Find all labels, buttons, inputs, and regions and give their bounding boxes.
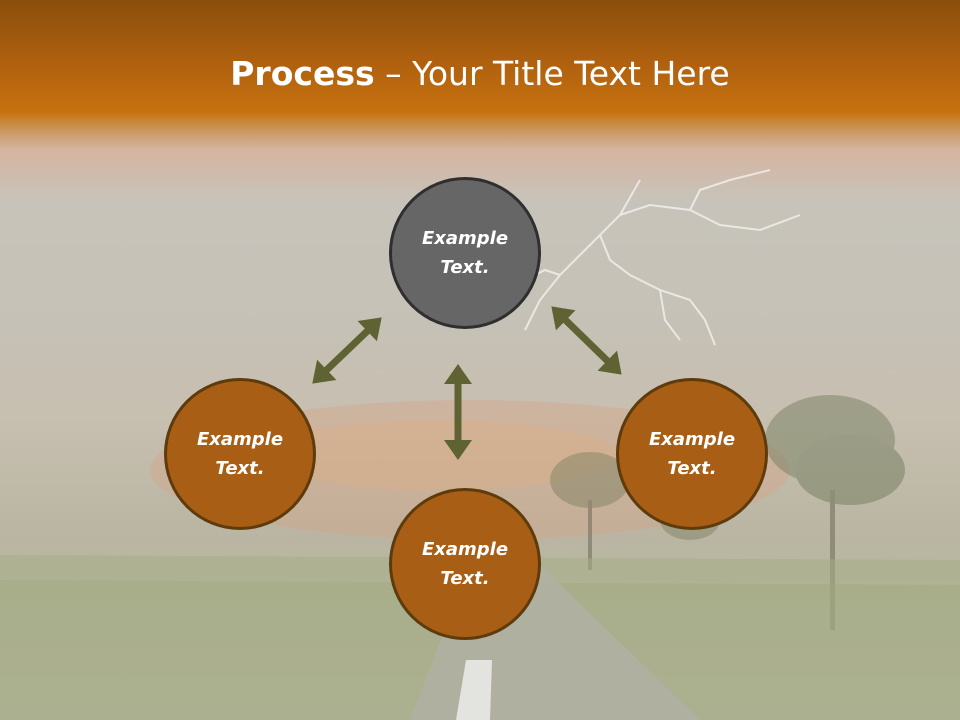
- header-band: [0, 0, 960, 150]
- title-rest: – Your Title Text Here: [374, 54, 730, 93]
- node-right: Example Text.: [616, 378, 768, 530]
- node-bottom: Example Text.: [389, 488, 541, 640]
- slide-title: Process – Your Title Text Here: [0, 54, 960, 94]
- node-top-label: Example Text.: [421, 228, 509, 278]
- node-right-label: Example Text.: [648, 429, 736, 479]
- arrow-vertical: [444, 364, 472, 460]
- arrow-right-top: [551, 306, 622, 375]
- node-bottom-label: Example Text.: [421, 539, 509, 589]
- node-left: Example Text.: [164, 378, 316, 530]
- title-bold: Process: [230, 54, 375, 93]
- node-top: Example Text.: [389, 177, 541, 329]
- node-left-label: Example Text.: [196, 429, 284, 479]
- lightning-bolt: [524, 169, 801, 346]
- arrow-left-top: [312, 317, 382, 384]
